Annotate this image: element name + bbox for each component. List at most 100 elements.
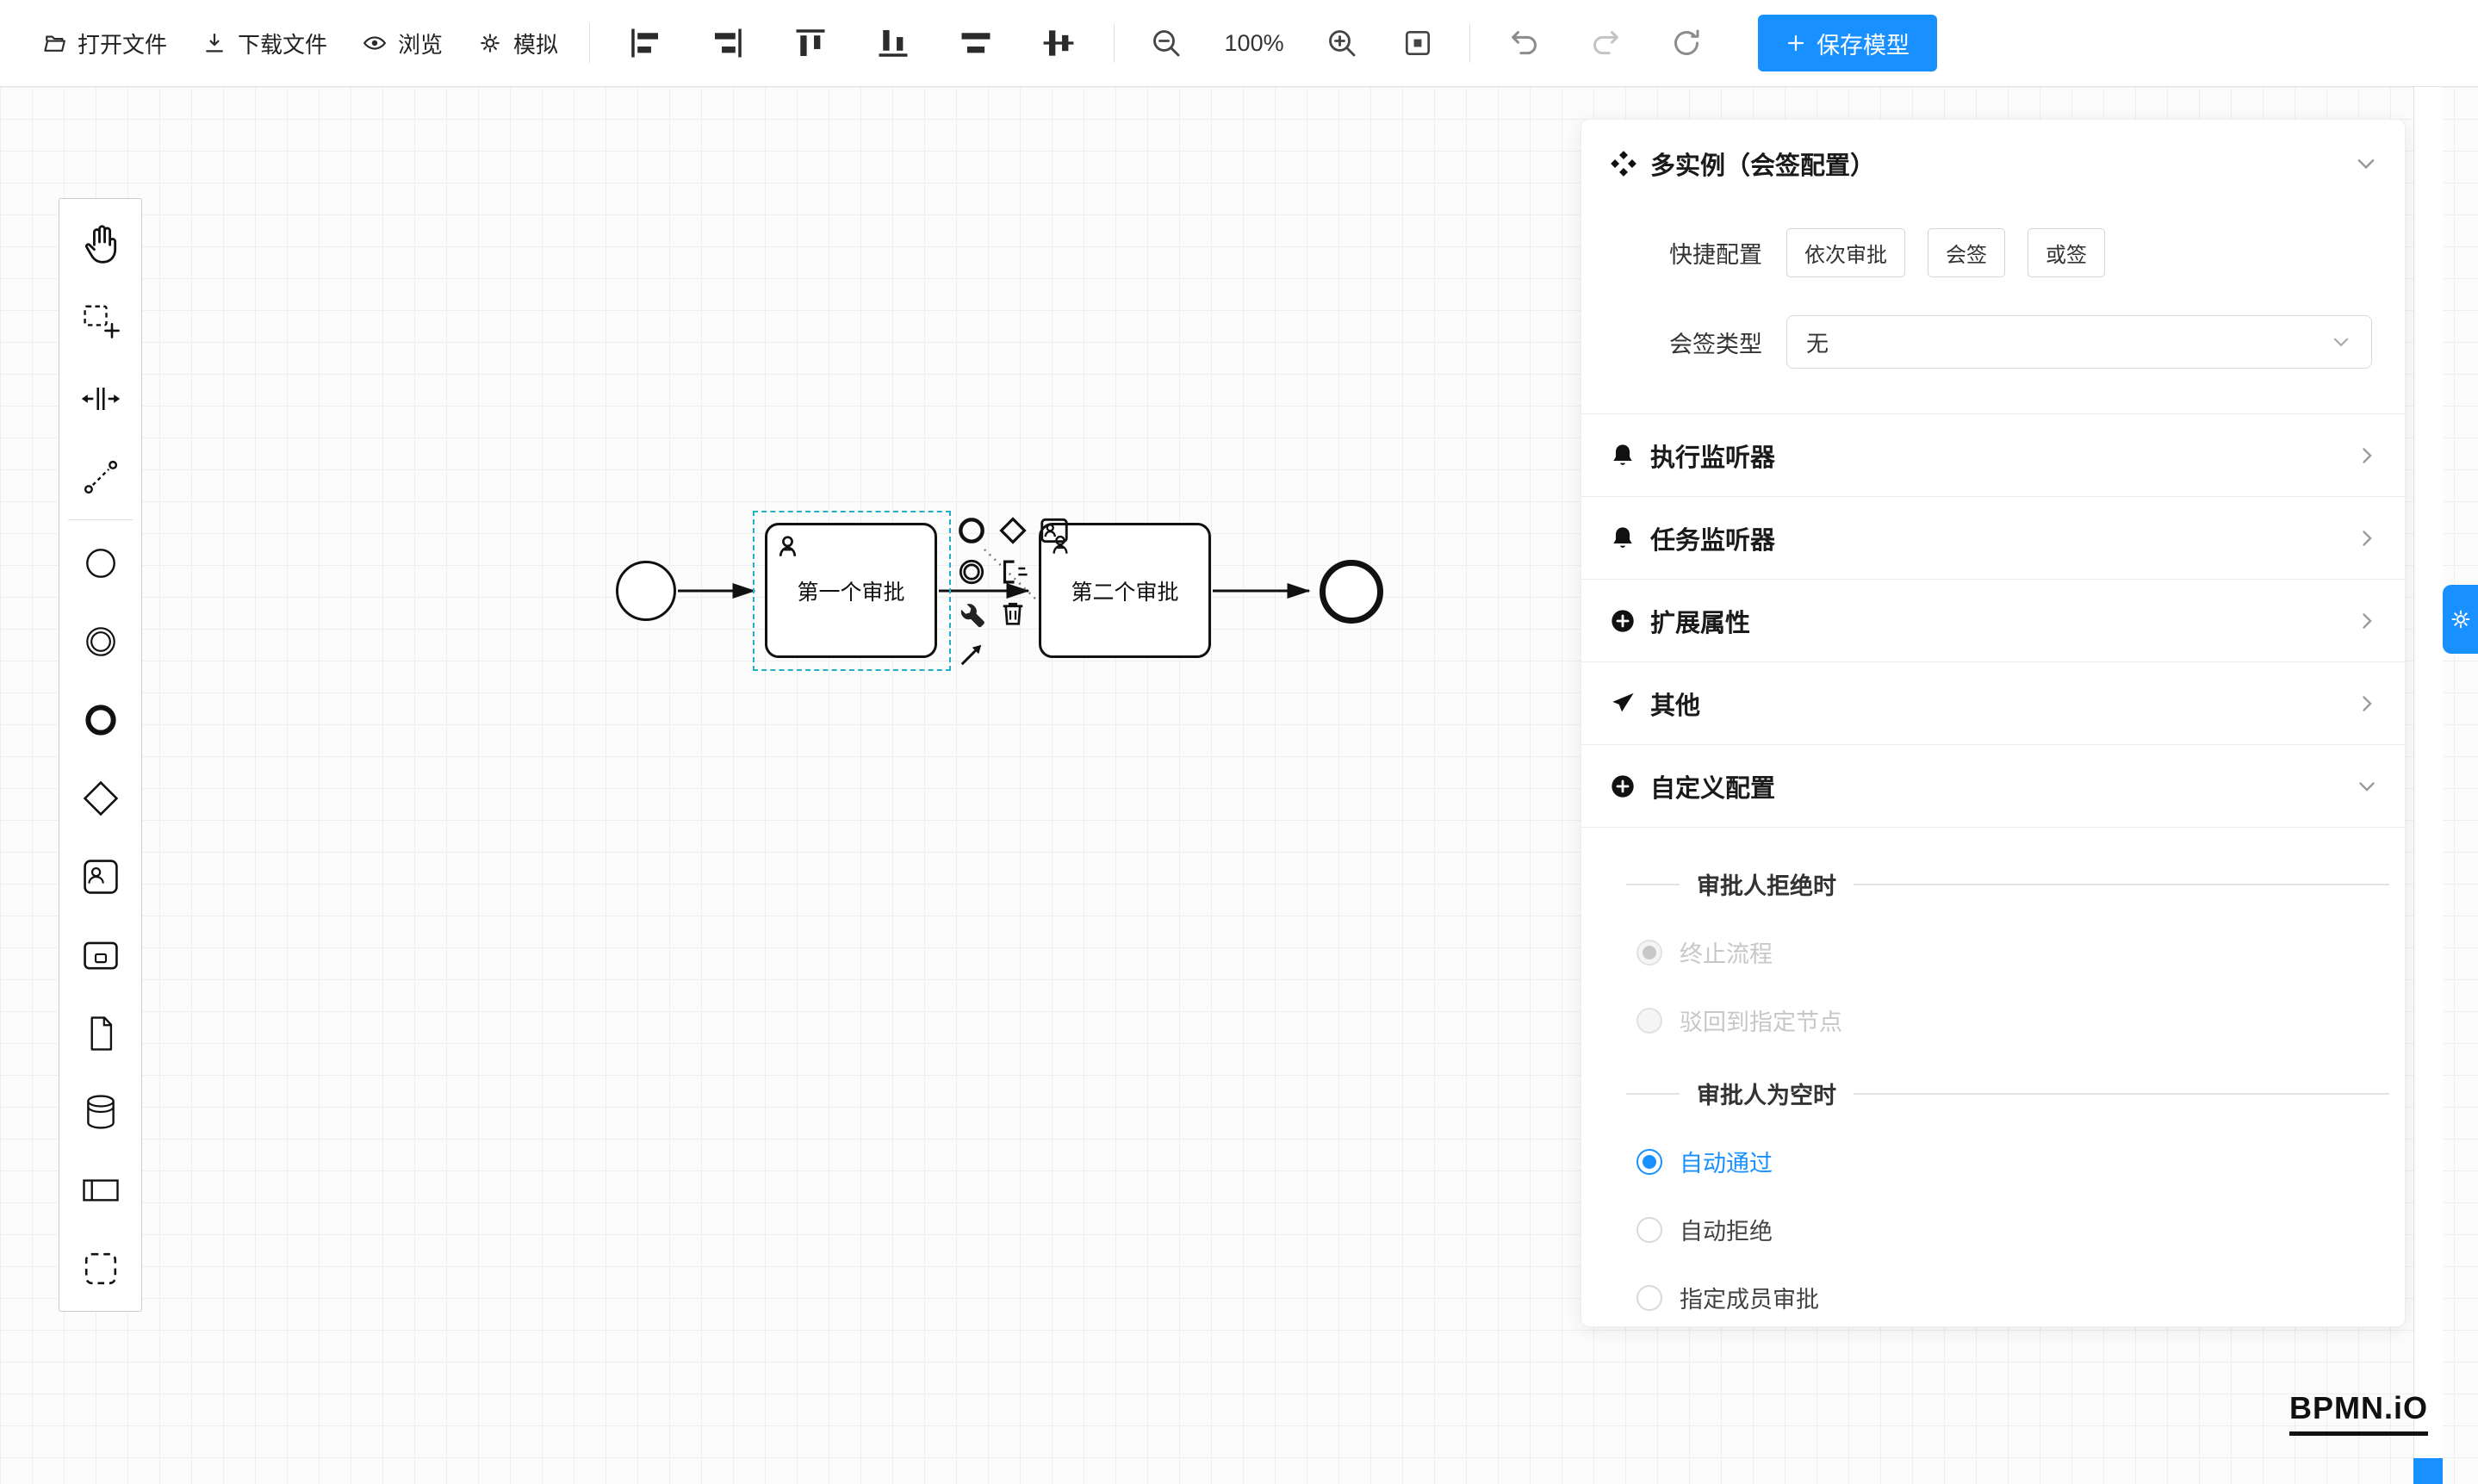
fit-viewport-button[interactable]: [1380, 0, 1456, 86]
canvas[interactable]: 第一个审批: [0, 87, 2478, 1484]
palette-create-data-object[interactable]: [59, 994, 141, 1072]
append-gateway-button[interactable]: [992, 510, 1034, 551]
palette-create-start-event[interactable]: [59, 524, 141, 602]
open-file-label: 打开文件: [78, 31, 168, 58]
radio-button: [1636, 1007, 1662, 1034]
radio-label: 指定成员审批: [1680, 1287, 1819, 1313]
context-pad: [951, 510, 1075, 675]
palette-create-gateway[interactable]: [59, 759, 141, 837]
section-extended-properties[interactable]: 扩展属性: [1581, 580, 2405, 662]
end-event[interactable]: [1320, 560, 1383, 624]
align-bottom-icon: [879, 29, 908, 57]
group-title-text: 审批人为空时: [1697, 1083, 1836, 1108]
user-task-icon: [83, 859, 118, 894]
radio-button: [1636, 939, 1662, 966]
palette-create-data-store[interactable]: [59, 1072, 141, 1151]
palette-create-user-task[interactable]: [59, 837, 141, 916]
save-model-label: 保存模型: [1817, 32, 1910, 59]
download-file-button[interactable]: 下载文件: [184, 0, 345, 86]
sign-type-select[interactable]: 无: [1786, 315, 2372, 369]
palette-hand-tool[interactable]: [59, 202, 141, 281]
eye-icon: [363, 36, 387, 50]
zoom-out-button[interactable]: [1128, 0, 1204, 86]
radio-auto-pass[interactable]: 自动通过: [1581, 1145, 2405, 1178]
toolbar-divider: [589, 23, 591, 63]
align-vertical-center-button[interactable]: [1017, 0, 1100, 86]
chevron-down-icon: [2333, 338, 2349, 347]
panel-header[interactable]: 多实例（会签配置）: [1581, 120, 2405, 190]
divider-line: [1626, 883, 1680, 885]
chevron-right-icon: [2363, 530, 2372, 546]
refresh-icon: [1674, 29, 1699, 55]
append-intermediate-event-button[interactable]: [951, 551, 992, 593]
reject-group-title: 审批人拒绝时: [1626, 867, 2389, 901]
zoom-in-button[interactable]: [1304, 0, 1380, 86]
chevron-down-icon[interactable]: [2353, 151, 2379, 177]
palette-create-end-event[interactable]: [59, 680, 141, 759]
section-other[interactable]: 其他: [1581, 662, 2405, 745]
task-first-approval[interactable]: 第一个审批: [765, 523, 937, 658]
undo-button[interactable]: [1484, 0, 1565, 86]
simulate-button[interactable]: 模拟: [460, 0, 575, 86]
section-task-listener[interactable]: 任务监听器: [1581, 497, 2405, 580]
palette-create-group[interactable]: [59, 1229, 141, 1307]
quick-option-sequential[interactable]: 依次审批: [1786, 228, 1905, 277]
gear-icon: [2451, 610, 2469, 629]
subprocess-icon: [83, 941, 118, 969]
append-user-task-button[interactable]: [1034, 510, 1075, 551]
palette-lasso-tool[interactable]: [59, 281, 141, 359]
folder-open-icon: [44, 35, 65, 52]
delete-button[interactable]: [992, 593, 1034, 634]
quick-option-orsign[interactable]: 或签: [2028, 228, 2105, 277]
section-custom-config[interactable]: 自定义配置: [1581, 745, 2405, 828]
palette-global-connect-tool[interactable]: [59, 438, 141, 516]
plus-circle-icon: [1612, 774, 1634, 798]
palette-create-subprocess[interactable]: [59, 916, 141, 994]
change-type-button[interactable]: [951, 593, 992, 634]
open-file-button[interactable]: 打开文件: [24, 0, 184, 86]
zoom-in-icon: [1329, 30, 1356, 57]
simulate-label: 模拟: [513, 31, 559, 58]
bpmn-io-logo[interactable]: BPMN.iO: [2289, 1390, 2428, 1436]
palette-create-intermediate-event[interactable]: [59, 602, 141, 680]
palette-create-pool[interactable]: [59, 1151, 141, 1229]
settings-drawer-toggle[interactable]: [2443, 585, 2478, 654]
start-event[interactable]: [616, 561, 676, 621]
align-top-button[interactable]: [769, 0, 852, 86]
connect-button[interactable]: [951, 634, 992, 675]
append-end-event-button[interactable]: [951, 510, 992, 551]
download-file-label: 下载文件: [238, 31, 328, 58]
quick-config-label: 快捷配置: [1669, 242, 1762, 268]
radio-button[interactable]: [1636, 1216, 1662, 1243]
quick-option-countersign[interactable]: 会签: [1928, 228, 2005, 277]
redo-button[interactable]: [1565, 0, 1646, 86]
hand-icon: [84, 224, 116, 264]
radio-assign-member[interactable]: 指定成员审批: [1581, 1281, 2405, 1314]
align-right-button[interactable]: [686, 0, 769, 86]
refresh-button[interactable]: [1646, 0, 1727, 86]
radio-button[interactable]: [1636, 1148, 1662, 1175]
sign-type-value: 无: [1806, 330, 1829, 357]
palette-space-tool[interactable]: [59, 359, 141, 438]
save-model-button[interactable]: 保存模型: [1758, 15, 1938, 71]
chevron-right-icon: [2363, 447, 2372, 463]
section-label: 其他: [1650, 692, 1701, 720]
append-text-annotation-button[interactable]: [992, 551, 1034, 593]
align-vertical-center-icon: [1043, 30, 1074, 56]
task-second-approval[interactable]: 第二个审批: [1039, 523, 1211, 658]
bell-icon: [1613, 526, 1632, 548]
align-left-button[interactable]: [604, 0, 686, 86]
align-horizontal-center-button[interactable]: [935, 0, 1017, 86]
radio-button[interactable]: [1636, 1284, 1662, 1311]
end-event-icon: [84, 704, 116, 736]
divider-line: [1626, 1092, 1680, 1095]
plus-icon: [1787, 34, 1804, 52]
toolbar-divider: [1469, 23, 1471, 63]
preview-button[interactable]: 浏览: [345, 0, 460, 86]
task-label: 第一个审批: [797, 580, 905, 605]
section-label: 任务监听器: [1650, 526, 1776, 555]
radio-reject-to-node: 驳回到指定节点: [1581, 1003, 2405, 1037]
section-execution-listener[interactable]: 执行监听器: [1581, 414, 2405, 497]
align-bottom-button[interactable]: [852, 0, 935, 86]
radio-auto-reject[interactable]: 自动拒绝: [1581, 1213, 2405, 1246]
